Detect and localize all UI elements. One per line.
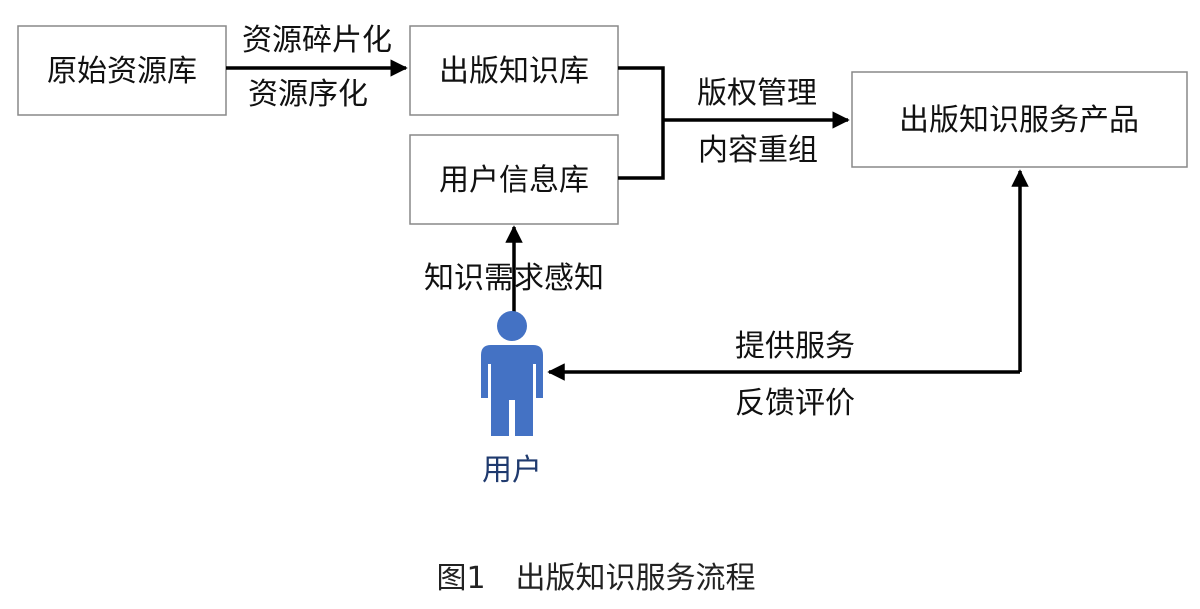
user-person-icon (481, 311, 543, 436)
node-user-info-library-label: 用户信息库 (439, 163, 589, 198)
user-label: 用户 (482, 453, 542, 488)
edge-user-to-user-info: 知识需求感知 (424, 225, 604, 318)
edge-label-provide-service: 提供服务 (735, 329, 855, 364)
node-publishing-knowledge-base-label: 出版知识库 (439, 54, 589, 89)
node-knowledge-service-product: 出版知识服务产品 (851, 71, 1188, 168)
merge-bracket-line (618, 66, 665, 180)
edge-label-feedback-evaluation: 反馈评价 (735, 386, 855, 421)
edge-label-copyright-management: 版权管理 (697, 76, 817, 111)
edge-raw-to-knowledge-base: 资源碎片化 资源序化 (226, 23, 408, 112)
node-knowledge-service-product-label: 出版知识服务产品 (899, 103, 1139, 138)
figure-caption: 图1 出版知识服务流程 (436, 561, 755, 596)
edge-label-knowledge-demand-perception: 知识需求感知 (424, 261, 604, 296)
edge-label-fragmentation: 资源碎片化 (242, 23, 392, 58)
node-raw-library: 原始资源库 (17, 25, 227, 116)
edge-label-serialization: 资源序化 (248, 77, 368, 112)
edge-product-user-loop: 提供服务 反馈评价 (547, 169, 1029, 421)
node-user-info-library: 用户信息库 (409, 134, 619, 225)
node-raw-library-label: 原始资源库 (47, 54, 197, 89)
node-publishing-knowledge-base: 出版知识库 (409, 25, 619, 116)
edge-label-content-reorganization: 内容重组 (698, 133, 818, 168)
edge-merge-to-service-product: 版权管理 内容重组 (618, 66, 850, 180)
